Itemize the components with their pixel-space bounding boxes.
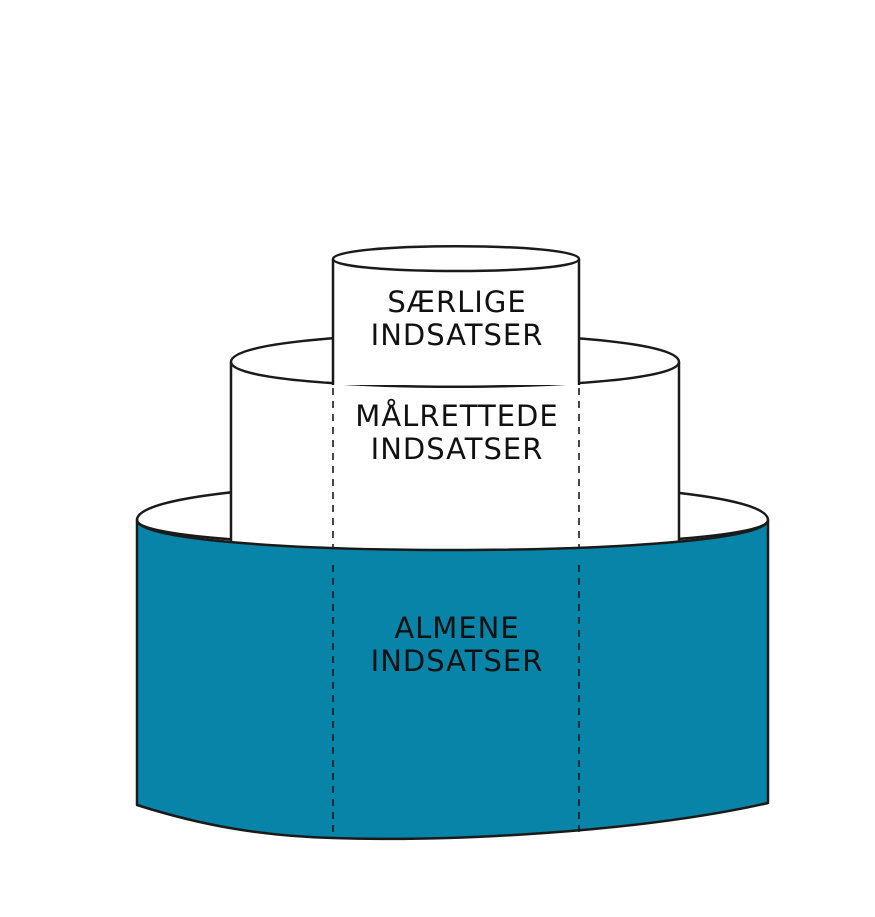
base-tier-label: ALMENE INDSATSER xyxy=(337,612,577,678)
top-tier-label-line1: SÆRLIGE xyxy=(387,285,527,319)
base-tier-band xyxy=(135,518,770,841)
middle-tier-label: MÅLRETTEDE INDSATSER xyxy=(337,400,577,466)
base-tier-label-line1: ALMENE xyxy=(394,611,520,645)
middle-tier-label-line2: INDSATSER xyxy=(370,432,544,466)
middle-tier-body xyxy=(231,362,679,560)
top-tier-label-line2: INDSATSER xyxy=(370,318,544,352)
top-tier-body xyxy=(333,259,579,385)
middle-tier-label-line1: MÅLRETTEDE xyxy=(355,399,559,433)
base-tier-label-line2: INDSATSER xyxy=(370,644,544,678)
top-tier-label: SÆRLIGE INDSATSER xyxy=(337,286,577,352)
top-tier-top-surface xyxy=(331,245,581,273)
